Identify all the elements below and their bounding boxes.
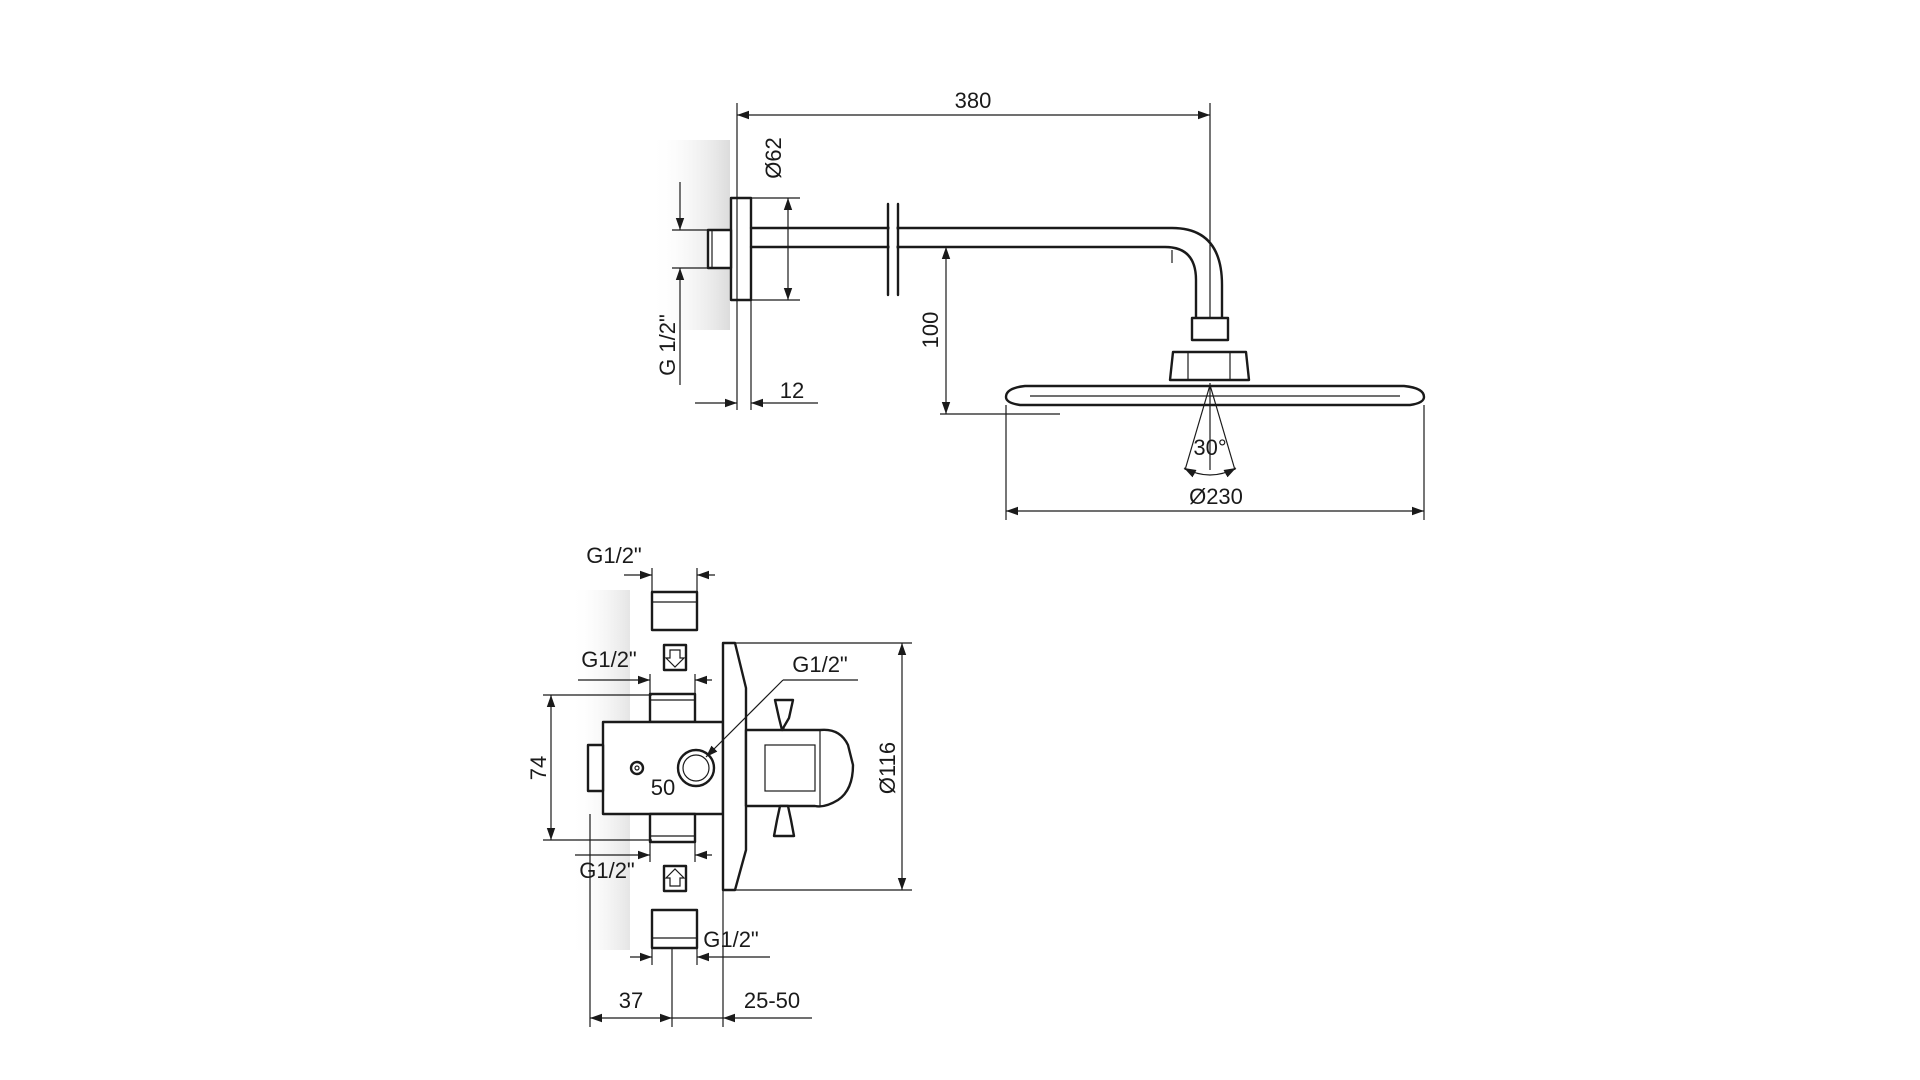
- body-height-label: 74: [526, 756, 551, 780]
- screw: [629, 760, 645, 776]
- top-cap: [650, 590, 699, 632]
- lower-lever-icon: [772, 804, 796, 838]
- body-depth-label: 37: [619, 988, 643, 1013]
- bottom-cap: [650, 908, 699, 950]
- arm-length-label: 380: [955, 88, 992, 113]
- lower-connector: [648, 812, 697, 844]
- lower-inlet-thread-label: G1/2": [579, 858, 635, 883]
- wall-fitting: [706, 228, 733, 270]
- arm-thread-label: G 1/2": [655, 314, 680, 376]
- wall-depth-label: 25-50: [744, 988, 800, 1013]
- mixer-body-view: G1/2" G1/2" G1/2" 74 50 Ø116 G1/2": [526, 543, 912, 1027]
- wall-plate: [721, 641, 748, 892]
- wall-flange: [729, 196, 753, 302]
- flange-thickness-label: 12: [780, 378, 804, 403]
- plate-diameter-label: Ø116: [875, 742, 900, 794]
- bottom-thread-label: G1/2": [703, 927, 759, 952]
- upper-connector: [648, 692, 697, 724]
- drop-height-label: 100: [918, 312, 943, 349]
- top-thread-label: G1/2": [586, 543, 642, 568]
- outlet-thread-label: G1/2": [792, 652, 848, 677]
- outlet-spacing-label: 50: [651, 775, 675, 800]
- mixer-handle: [744, 728, 855, 808]
- side-port: [586, 743, 605, 793]
- tilt-angle-label: 30°: [1193, 435, 1226, 460]
- arm-nut: [1190, 316, 1230, 342]
- head-mount: [1168, 350, 1251, 382]
- flange-diameter-label: Ø62: [761, 137, 786, 179]
- head-diameter-label: Ø230: [1189, 484, 1243, 509]
- shower-arm-view: 30° 380 Ø62 G 1/2" 12 100 Ø230: [650, 88, 1426, 520]
- shower-arm: [749, 226, 1224, 320]
- upper-lever-icon: [773, 698, 795, 732]
- upper-inlet-thread-label: G1/2": [581, 647, 637, 672]
